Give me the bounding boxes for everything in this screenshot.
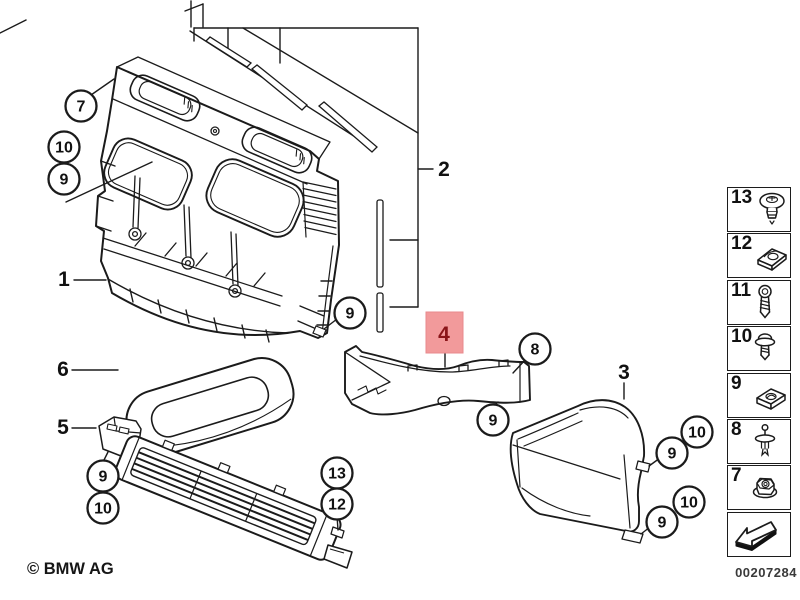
callout-9[interactable]: 9 (476, 403, 510, 437)
part-label-6[interactable]: 6 (57, 358, 69, 381)
diagram-number: 00207284 (735, 565, 797, 580)
svg-text:10: 10 (680, 495, 698, 512)
legend-number: 13 (731, 187, 753, 208)
legend-number: 11 (731, 279, 752, 301)
push-rivet-icon (751, 190, 791, 230)
part-label-4-highlighted[interactable]: 4 (425, 311, 464, 354)
lower-grille-duct (114, 435, 353, 569)
legend-item-10[interactable]: 10 (727, 326, 791, 372)
background-panel-part2 (0, 0, 434, 333)
air-duct-part4 (344, 345, 531, 416)
part-label-2[interactable]: 2 (438, 158, 450, 181)
svg-text:10: 10 (55, 140, 73, 157)
callouts: 7 10 9 9 9 10 13 12 8 9 10 9 10 9 (47, 89, 714, 539)
radiator-air-duct-part1 (95, 56, 340, 343)
legend-number: 7 (731, 465, 742, 487)
callout-10[interactable]: 10 (672, 485, 706, 519)
callout-9[interactable]: 9 (47, 162, 81, 196)
legend-item-11[interactable]: 11 (727, 279, 791, 325)
legend-number: 10 (731, 326, 753, 348)
callout-10[interactable]: 10 (47, 130, 81, 164)
callout-7[interactable]: 7 (64, 89, 98, 123)
svg-text:9: 9 (668, 446, 677, 463)
svg-text:10: 10 (94, 501, 112, 518)
flange-nut-icon (745, 468, 785, 508)
callout-9[interactable]: 9 (86, 459, 120, 493)
svg-text:9: 9 (658, 515, 667, 532)
svg-text:9: 9 (489, 413, 498, 430)
clip-nut-icon (751, 236, 791, 276)
legend-item-8[interactable]: 8 (727, 418, 791, 464)
flange-screw-icon (745, 329, 785, 369)
part-label-3[interactable]: 3 (618, 361, 630, 384)
callout-8[interactable]: 8 (518, 332, 552, 366)
legend-item-7[interactable]: 7 (727, 465, 791, 511)
expanding-rivet-icon (745, 422, 785, 462)
tapping-screw-icon (745, 283, 785, 323)
svg-text:10: 10 (688, 425, 706, 442)
callout-12[interactable]: 12 (320, 487, 354, 521)
callout-10[interactable]: 10 (86, 491, 120, 525)
svg-text:9: 9 (60, 172, 69, 189)
legend-direction-box (727, 511, 791, 557)
callout-9[interactable]: 9 (655, 436, 689, 470)
svg-text:9: 9 (99, 469, 108, 486)
copyright-text: © BMW AG (27, 560, 114, 578)
svg-text:7: 7 (77, 99, 86, 116)
callout-13[interactable]: 13 (320, 456, 354, 490)
legend-number: 8 (731, 418, 742, 440)
part-label-5[interactable]: 5 (57, 416, 69, 439)
legend-item-12[interactable]: 12 (727, 233, 791, 279)
callout-9[interactable]: 9 (333, 296, 367, 330)
callout-10[interactable]: 10 (680, 415, 714, 449)
callout-9[interactable]: 9 (645, 505, 679, 539)
legend-number: 9 (731, 372, 742, 394)
brake-air-duct-part3 (509, 399, 651, 544)
direction-arrow-icon (732, 515, 784, 555)
svg-text:13: 13 (328, 466, 346, 483)
legend-item-13[interactable]: 13 (727, 187, 791, 232)
svg-text:9: 9 (346, 306, 355, 323)
speed-nut-clip-icon (751, 376, 791, 416)
legend-number: 12 (731, 233, 753, 255)
svg-text:12: 12 (328, 497, 346, 514)
svg-text:4: 4 (438, 323, 450, 346)
part-label-1[interactable]: 1 (58, 268, 70, 291)
legend-item-9[interactable]: 9 (727, 372, 791, 418)
part-labels: 1 2 3 4 5 6 (57, 158, 630, 439)
svg-text:8: 8 (531, 342, 540, 359)
fastener-legend: 13 12 11 (727, 187, 791, 558)
